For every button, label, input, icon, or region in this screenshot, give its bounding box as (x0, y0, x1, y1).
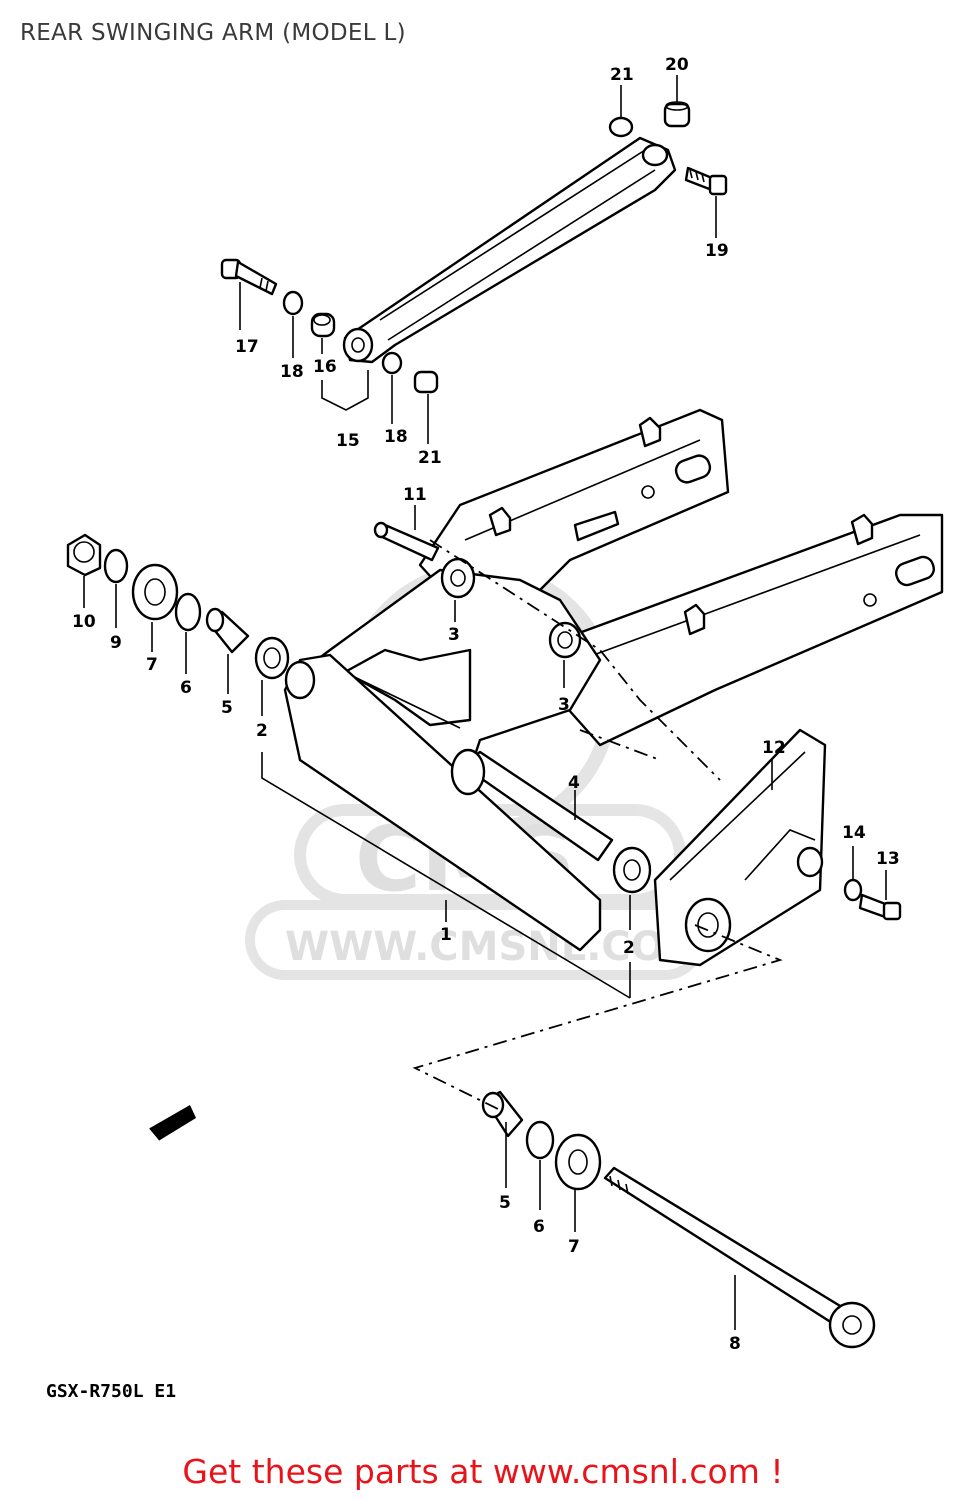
bolt-part-19 (684, 166, 728, 196)
part-label: 11 (403, 485, 427, 505)
page-title: REAR SWINGING ARM (MODEL L) (20, 20, 406, 46)
part-label: 2 (256, 721, 268, 741)
washer-part-18-upper (282, 290, 304, 316)
part-label: 8 (729, 1334, 741, 1354)
front-arrow-icon (149, 1105, 196, 1141)
collar-part-5-left (205, 607, 250, 654)
part-label: 3 (448, 625, 460, 645)
washer-part-18-lower (381, 351, 403, 375)
axle-part-8 (603, 1166, 876, 1349)
part-label: 18 (384, 427, 408, 447)
part-label: 6 (533, 1217, 545, 1237)
exploded-parts-diagram: CMS WWW.CMSNL.COM (46, 55, 944, 1402)
washer-part-6-left (174, 592, 202, 632)
part-label: 7 (146, 655, 158, 675)
part-label: 21 (610, 65, 634, 85)
assembly-lines (412, 539, 783, 1111)
part-number-labels: 21 20 19 17 18 16 15 18 21 11 10 9 7 6 5… (72, 55, 900, 1354)
bush-part-16 (310, 312, 336, 338)
part-label: 3 (558, 695, 570, 715)
nut-part-10 (66, 533, 102, 577)
part-label: 13 (876, 849, 900, 869)
bearing-part-3-b (548, 621, 582, 659)
part-label: 19 (705, 241, 729, 261)
part-label: 14 (842, 823, 866, 843)
part-label: 4 (568, 773, 580, 793)
part-label: 15 (336, 431, 360, 451)
nut-part-21-upper (608, 116, 634, 138)
washer-part-9 (103, 548, 129, 584)
part-label: 5 (221, 698, 233, 718)
part-label: 2 (623, 938, 635, 958)
watermark-url: WWW.CMSNL.COM (285, 924, 705, 970)
bolt-part-17 (220, 258, 278, 296)
bearing-cap-part-7-left (131, 563, 179, 621)
get-parts-link[interactable]: Get these parts at www.cmsnl.com ! (182, 1452, 784, 1491)
part-label: 5 (499, 1193, 511, 1213)
washer-part-6-right (525, 1120, 555, 1160)
spacer-part-4 (450, 748, 614, 862)
nut-part-21-lower (413, 370, 439, 394)
bolt-part-13 (858, 893, 902, 921)
collar-part-5-right (481, 1090, 524, 1138)
bearing-part-2-left (254, 636, 290, 680)
part-label: 6 (180, 678, 192, 698)
bearing-part-3-a (440, 557, 476, 599)
part-label: 7 (568, 1237, 580, 1257)
part-label: 18 (280, 362, 304, 382)
bearing-cap-part-7-right (554, 1133, 602, 1191)
part-label: 9 (110, 633, 122, 653)
washer-part-14 (843, 878, 863, 902)
part-label: 1 (440, 925, 452, 945)
part-label: 10 (72, 612, 96, 632)
swingarm-body (283, 408, 944, 967)
bush-part-20 (663, 101, 691, 128)
part-label: 21 (418, 448, 442, 468)
part-label: 20 (665, 55, 689, 75)
pin-part-11 (373, 521, 440, 562)
tie-rod (342, 136, 677, 364)
part-label: 17 (235, 337, 259, 357)
bearing-part-2-right (612, 846, 652, 894)
model-code: GSX-R750L E1 (46, 1381, 176, 1402)
leader-lines (83, 75, 887, 1330)
part-label: 16 (313, 357, 337, 377)
part-label: 12 (762, 738, 786, 758)
